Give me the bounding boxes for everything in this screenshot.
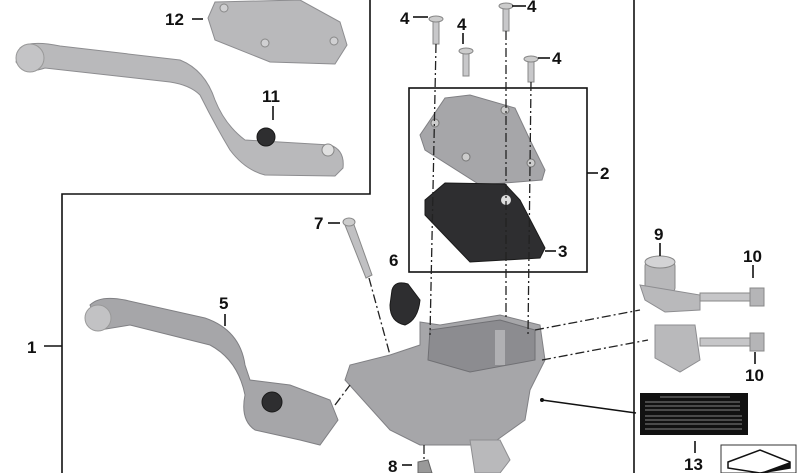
- bolts-part-10: [699, 287, 765, 352]
- pin-part-7: [342, 217, 373, 279]
- clamp-part-9: [639, 255, 701, 373]
- label-4b: 4: [457, 15, 467, 34]
- reservoir-cover-part-12: [207, 0, 348, 65]
- label-11: 11: [262, 87, 280, 106]
- label-4a: 4: [400, 9, 410, 28]
- reservoir-cover-part-2: [419, 94, 546, 186]
- label-10b: 10: [745, 366, 764, 385]
- label-1: 1: [27, 338, 36, 357]
- label-13-pointer: [541, 399, 637, 414]
- label-5: 5: [219, 294, 228, 313]
- leader-lines: [44, 5, 756, 466]
- label-8: 8: [388, 457, 397, 473]
- screw-part-8: [417, 459, 433, 473]
- assembly-lines: [334, 31, 649, 460]
- warning-label-part-13: [640, 393, 748, 435]
- gasket-part-3: [424, 182, 546, 263]
- reservoir-cover-kit-box: [408, 87, 588, 273]
- label-10a: 10: [743, 247, 762, 266]
- lever-part-11: [15, 42, 344, 177]
- group-bracket-line: [61, 0, 371, 473]
- label-7: 7: [314, 214, 323, 233]
- label-12: 12: [165, 10, 184, 29]
- label-4c: 4: [527, 0, 537, 16]
- label-13: 13: [684, 455, 703, 473]
- label-3: 3: [558, 242, 567, 261]
- lever-part-5: [84, 297, 339, 446]
- screws-part-4: [428, 2, 539, 83]
- label-2: 2: [600, 164, 609, 183]
- label-9: 9: [654, 225, 663, 244]
- bushing-part-6: [389, 282, 421, 326]
- label-4d: 4: [552, 49, 562, 68]
- package-icon: [720, 444, 797, 473]
- master-cylinder-body: [344, 314, 546, 473]
- label-6: 6: [389, 251, 398, 270]
